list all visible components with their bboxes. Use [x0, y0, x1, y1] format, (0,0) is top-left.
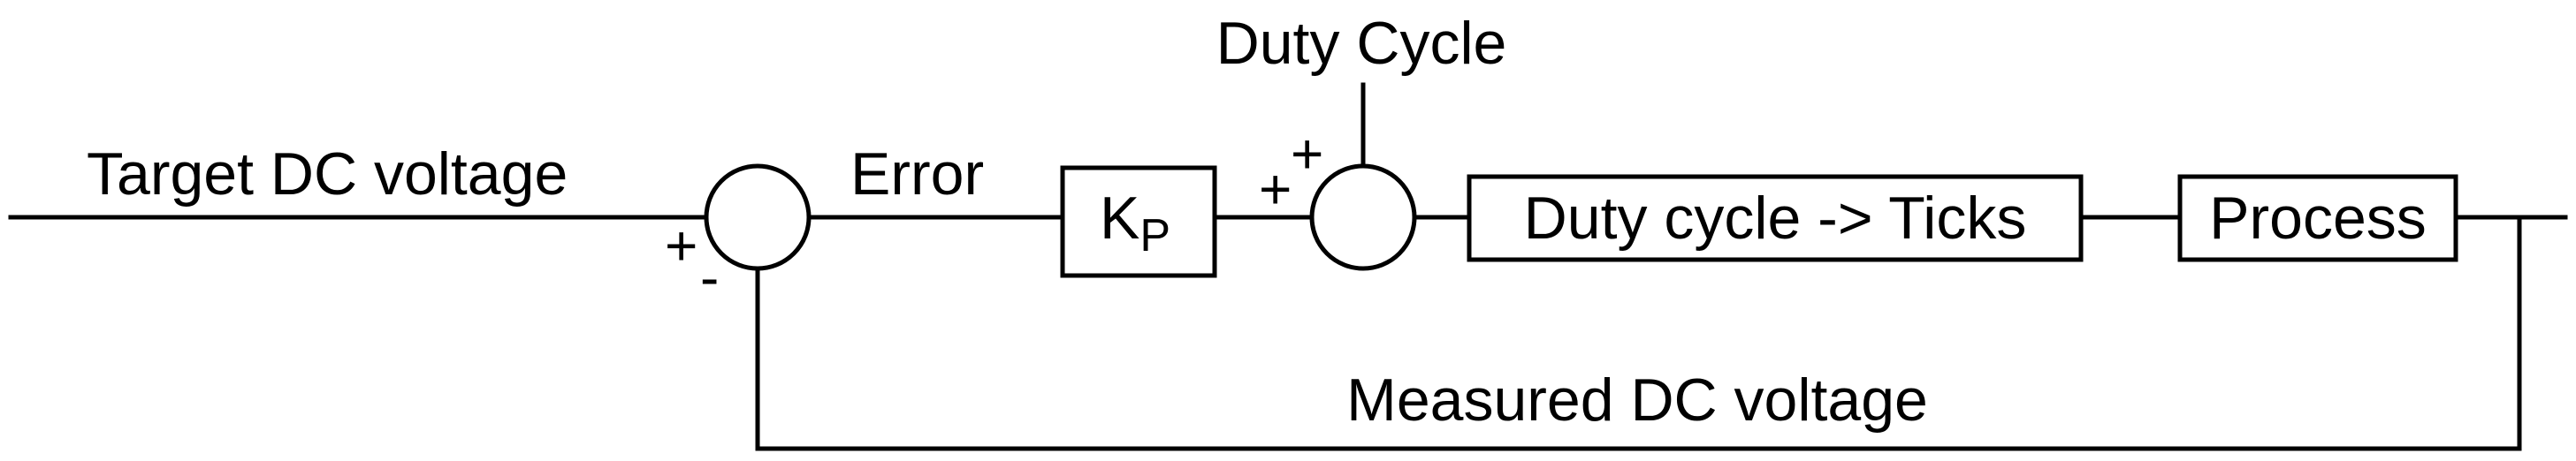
converter-block	[1467, 174, 2084, 262]
process-label: Process	[2209, 185, 2427, 252]
target-voltage-label: Target DC voltage	[87, 140, 568, 208]
sum2-plus-top-sign: +	[1291, 122, 1323, 185]
error-label: Error	[850, 140, 984, 208]
sum2-plus-left-sign: +	[1259, 157, 1292, 221]
feedback-wire	[755, 215, 2522, 451]
sum1-plus-sign: +	[665, 214, 697, 277]
sum1-minus-sign: -	[700, 246, 719, 309]
gain-label: KP	[1100, 185, 1170, 261]
measured-voltage-label: Measured DC voltage	[1346, 367, 1928, 434]
gain-symbol: K	[1100, 185, 1139, 252]
gain-subscript: P	[1139, 210, 1170, 261]
converter-label: Duty cycle -> Ticks	[1524, 185, 2027, 252]
gain-block	[1060, 165, 1217, 278]
error-summing-junction	[704, 163, 812, 271]
process-block	[2177, 174, 2458, 262]
duty-summing-junction	[1309, 163, 1417, 271]
duty-cycle-label: Duty Cycle	[1216, 10, 1507, 77]
